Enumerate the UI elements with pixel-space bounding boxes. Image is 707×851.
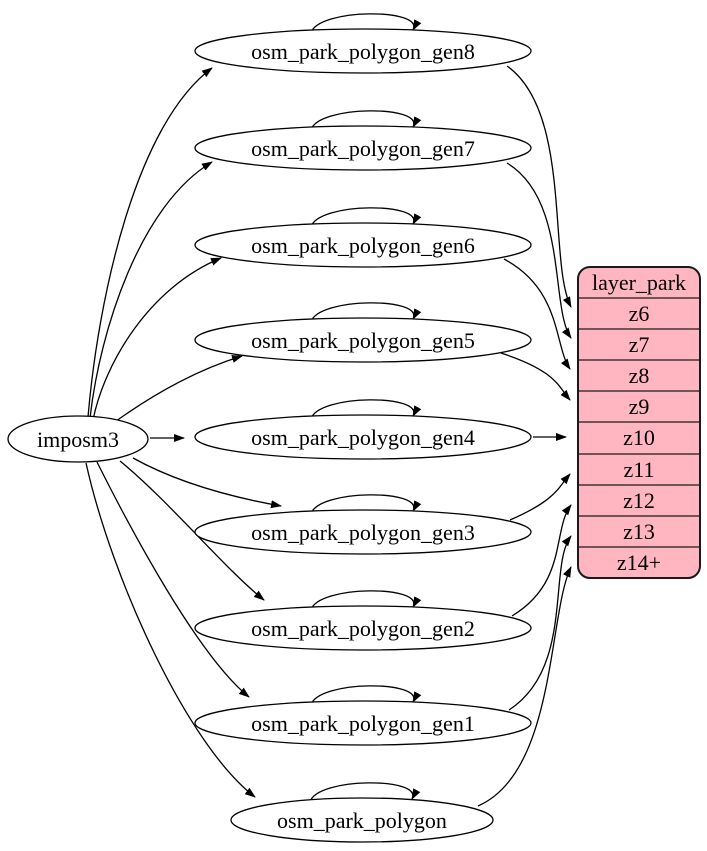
node-osm-park-polygon-gen1: osm_park_polygon_gen1 bbox=[194, 700, 532, 746]
self-loop-gen7 bbox=[310, 110, 422, 131]
layer-row-z8: z8 bbox=[629, 363, 650, 388]
imposm3-ellipse bbox=[7, 415, 149, 463]
self-loop-gen1 bbox=[310, 685, 422, 706]
node-osm-park-polygon-gen8: osm_park_polygon_gen8 bbox=[194, 28, 532, 74]
edge-gen8-z6 bbox=[506, 65, 572, 308]
node-layer-park: layer_park z6 z7 z8 z9 z10 z11 z12 z13 z… bbox=[577, 266, 701, 579]
node-osm-park-polygon-gen5: osm_park_polygon_gen5 bbox=[194, 317, 532, 363]
gen6-ellipse bbox=[194, 222, 532, 268]
layer-row-z11: z11 bbox=[624, 457, 655, 482]
gen3-ellipse bbox=[194, 509, 532, 555]
edge-gen1-z13 bbox=[508, 535, 572, 711]
layer-row-z10: z10 bbox=[623, 425, 655, 450]
edge-imposm3-gen5 bbox=[111, 355, 243, 425]
self-loop-gen8 bbox=[310, 13, 422, 34]
edge-polygon-z14 bbox=[477, 566, 572, 807]
edge-gen7-z7 bbox=[506, 162, 572, 339]
gen6-label: osm_park_polygon_gen6 bbox=[251, 233, 475, 258]
gen4-label: osm_park_polygon_gen4 bbox=[251, 425, 475, 450]
edge-imposm3-gen3 bbox=[132, 457, 282, 509]
gen8-ellipse bbox=[194, 28, 532, 74]
edge-gen2-z12 bbox=[511, 504, 572, 617]
edge-imposm3-gen8 bbox=[87, 67, 213, 418]
node-osm-park-polygon-gen4: osm_park_polygon_gen4 bbox=[194, 414, 532, 460]
gen1-ellipse bbox=[194, 700, 532, 746]
self-loop-gen3 bbox=[310, 494, 422, 515]
node-osm-park-polygon-gen3: osm_park_polygon_gen3 bbox=[194, 509, 532, 555]
layer-park-title: layer_park bbox=[592, 270, 686, 295]
edge-imposm3-gen6 bbox=[92, 257, 222, 421]
edges-tables-to-layer bbox=[477, 65, 572, 807]
node-imposm3: imposm3 bbox=[7, 415, 149, 463]
layer-row-z13: z13 bbox=[623, 519, 655, 544]
node-osm-park-polygon-gen6: osm_park_polygon_gen6 bbox=[194, 222, 532, 268]
edges-self-loops bbox=[309, 13, 422, 803]
self-loop-gen5 bbox=[310, 302, 422, 323]
self-loop-polygon bbox=[309, 782, 421, 803]
edge-gen3-z11 bbox=[509, 473, 571, 521]
layer-row-z14: z14+ bbox=[617, 550, 661, 575]
gen7-label: osm_park_polygon_gen7 bbox=[251, 136, 475, 161]
node-osm-park-polygon: osm_park_polygon bbox=[230, 797, 494, 843]
layer-row-z9: z9 bbox=[629, 394, 650, 419]
edge-imposm3-gen7 bbox=[89, 161, 213, 419]
node-osm-park-polygon-gen7: osm_park_polygon_gen7 bbox=[194, 125, 532, 171]
node-osm-park-polygon-gen2: osm_park_polygon_gen2 bbox=[194, 605, 532, 651]
self-loop-gen6 bbox=[310, 207, 422, 228]
gen5-ellipse bbox=[194, 317, 532, 363]
edge-imposm3-gen1 bbox=[96, 461, 250, 698]
self-loop-gen2 bbox=[310, 590, 422, 611]
edge-gen6-z8 bbox=[503, 258, 571, 370]
polygon-label: osm_park_polygon bbox=[277, 808, 447, 833]
edges-source-to-tables bbox=[85, 67, 282, 798]
polygon-ellipse bbox=[230, 797, 494, 843]
gen3-label: osm_park_polygon_gen3 bbox=[251, 520, 475, 545]
edge-gen5-z9 bbox=[500, 352, 571, 401]
gen4-ellipse bbox=[194, 414, 532, 460]
gen8-label: osm_park_polygon_gen8 bbox=[251, 39, 475, 64]
gen2-ellipse bbox=[194, 605, 532, 651]
layer-row-z12: z12 bbox=[623, 488, 655, 513]
layer-row-z6: z6 bbox=[629, 301, 650, 326]
gen7-ellipse bbox=[194, 125, 532, 171]
edge-imposm3-polygon bbox=[85, 462, 256, 798]
imposm3-label: imposm3 bbox=[37, 427, 119, 452]
self-loop-gen4 bbox=[310, 399, 422, 420]
layer-row-z7: z7 bbox=[629, 332, 650, 357]
gen1-label: osm_park_polygon_gen1 bbox=[251, 711, 475, 736]
gen2-label: osm_park_polygon_gen2 bbox=[251, 616, 475, 641]
gen5-label: osm_park_polygon_gen5 bbox=[251, 328, 475, 353]
